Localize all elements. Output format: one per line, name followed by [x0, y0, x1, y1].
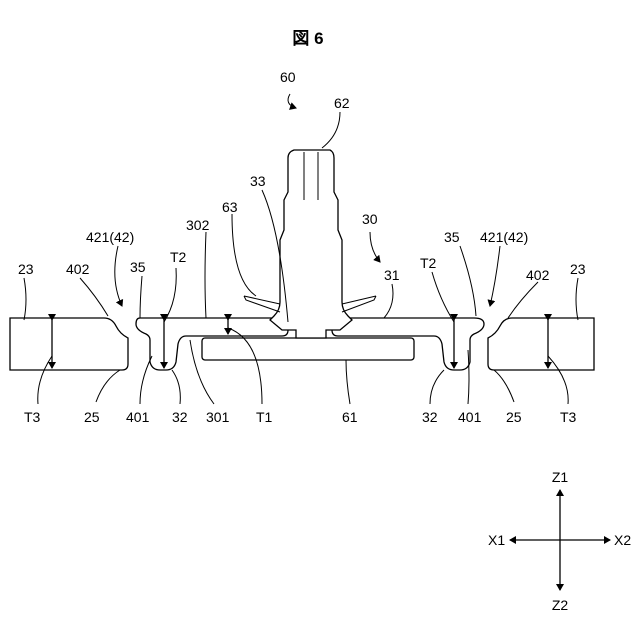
leader-32-right	[430, 370, 444, 404]
label-302: 302	[186, 217, 210, 233]
label-23-left: 23	[18, 261, 34, 277]
axis-x2-label: X2	[614, 532, 631, 548]
axis-z2-label: Z2	[552, 597, 569, 613]
axis-x1-label: X1	[488, 532, 505, 548]
leader-402-left	[80, 278, 108, 316]
leader-32-left	[172, 370, 180, 404]
label-35-right: 35	[444, 229, 460, 245]
right-member-23	[488, 318, 594, 370]
leader-23-left	[24, 278, 26, 320]
leader-25-left	[96, 370, 120, 402]
label-35-left: 35	[130, 259, 146, 275]
label-60: 60	[280, 69, 296, 85]
leader-62	[322, 112, 340, 148]
left-member-23	[10, 318, 128, 370]
leader-421-left	[115, 246, 122, 306]
leader-61	[346, 360, 350, 404]
axis-z1-label: Z1	[552, 469, 569, 485]
label-402-left: 402	[66, 261, 90, 277]
label-t3-left: T3	[24, 409, 41, 425]
leader-421-right	[490, 246, 500, 306]
figure-title: 図 6	[292, 29, 323, 48]
label-t2-right: T2	[420, 255, 437, 271]
pin-body-62	[270, 150, 352, 338]
leader-35-left	[140, 276, 142, 318]
label-t3-right: T3	[560, 409, 577, 425]
left-spring-arm-63	[244, 296, 280, 312]
label-401-left: 401	[126, 409, 150, 425]
label-25-right: 25	[506, 409, 522, 425]
label-301: 301	[206, 409, 230, 425]
label-63: 63	[222, 199, 238, 215]
label-32-left: 32	[172, 409, 188, 425]
leader-t2-right	[432, 272, 454, 322]
label-t1: T1	[256, 409, 273, 425]
leader-60	[288, 94, 296, 108]
label-62: 62	[334, 95, 350, 111]
leader-30	[370, 232, 380, 262]
label-61: 61	[342, 409, 358, 425]
leader-t2-left	[164, 268, 176, 322]
leader-302	[205, 232, 206, 318]
right-spring-arm	[342, 296, 376, 312]
label-32-right: 32	[422, 409, 438, 425]
label-25-left: 25	[84, 409, 100, 425]
base-plate-61	[202, 338, 414, 360]
label-401-right: 401	[458, 409, 482, 425]
leader-23-right	[576, 278, 578, 320]
leader-31	[384, 284, 393, 318]
label-421-left: 421(42)	[86, 229, 134, 245]
label-30: 30	[362, 211, 378, 227]
label-31: 31	[384, 267, 400, 283]
leader-401-right	[468, 350, 469, 404]
label-402-right: 402	[526, 267, 550, 283]
leader-35-right	[460, 246, 476, 316]
leader-63	[232, 214, 256, 296]
label-421-right: 421(42)	[480, 229, 528, 245]
label-t2-left: T2	[170, 249, 187, 265]
label-33: 33	[250, 173, 266, 189]
label-23-right: 23	[570, 261, 586, 277]
leader-402-right	[508, 282, 538, 318]
leader-25-right	[494, 370, 514, 402]
